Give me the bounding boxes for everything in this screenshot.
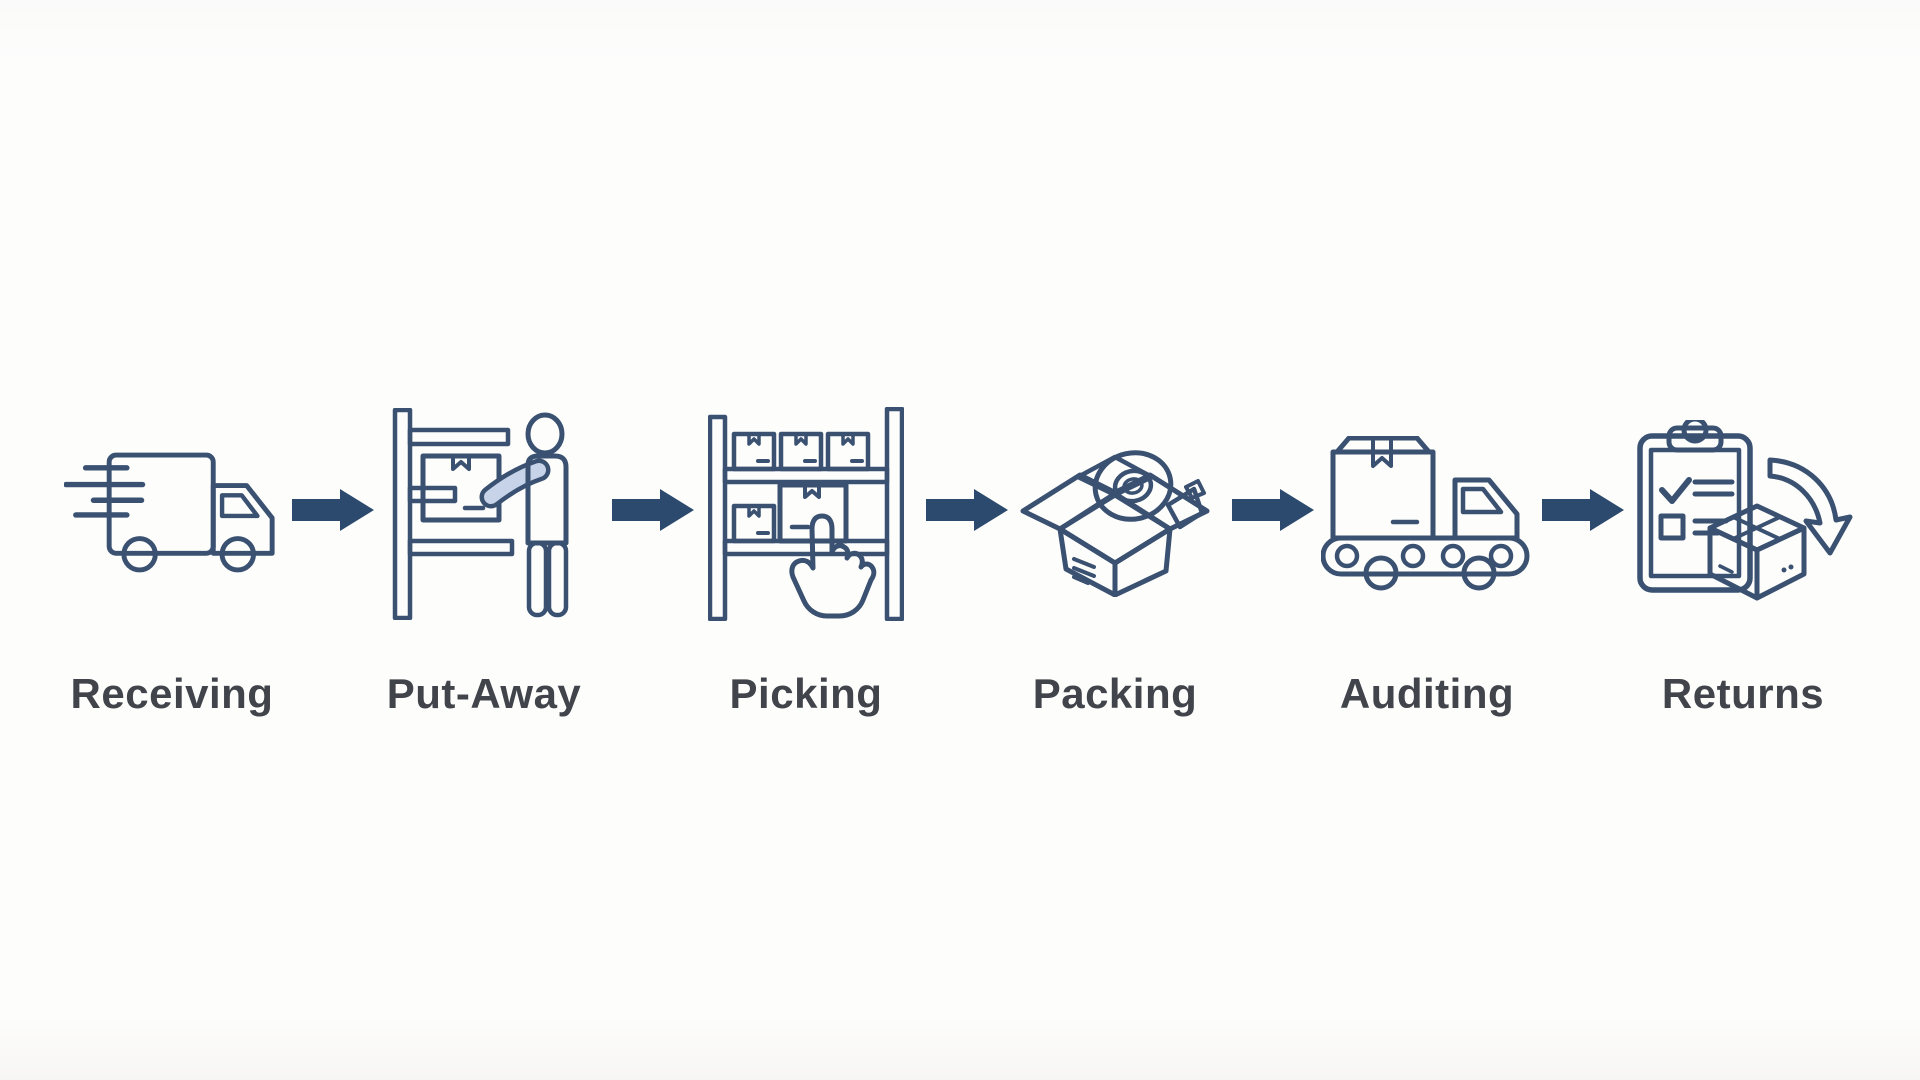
flow-arrow-icon: [1542, 489, 1624, 531]
icon-wrap: [1321, 408, 1533, 620]
step-put-away: Put-Away: [354, 408, 614, 718]
icon-wrap: [64, 408, 280, 620]
worker-shelving-box-icon: [392, 408, 569, 620]
rack-hand-pick-icon: [708, 407, 904, 621]
box-conveyor-truck-icon: [1321, 436, 1530, 591]
open-box-tape-icon: [1020, 450, 1210, 597]
icon-wrap: [389, 408, 579, 620]
step-label: Receiving: [70, 670, 274, 717]
flow-arrow-icon: [1232, 489, 1314, 531]
icon-wrap: [1632, 408, 1854, 620]
step-receiving: Receiving: [42, 408, 302, 718]
icon-wrap: [708, 407, 904, 621]
step-label: Picking: [729, 670, 883, 717]
flow-arrow-icon: [612, 489, 694, 531]
delivery-truck-icon: [64, 452, 275, 573]
step-packing: Packing: [985, 408, 1245, 718]
step-auditing: Auditing: [1297, 408, 1557, 718]
step-returns: Returns: [1613, 408, 1873, 718]
step-label: Put-Away: [386, 670, 582, 717]
step-label: Packing: [1032, 670, 1198, 717]
step-picking: Picking: [676, 407, 936, 718]
clipboard-box-return-icon: [1637, 420, 1853, 601]
step-label: Auditing: [1339, 670, 1515, 717]
flow-arrow-icon: [926, 489, 1008, 531]
flow-arrow-icon: [292, 489, 374, 531]
step-label: Returns: [1661, 670, 1825, 717]
icon-wrap: [1020, 408, 1210, 620]
